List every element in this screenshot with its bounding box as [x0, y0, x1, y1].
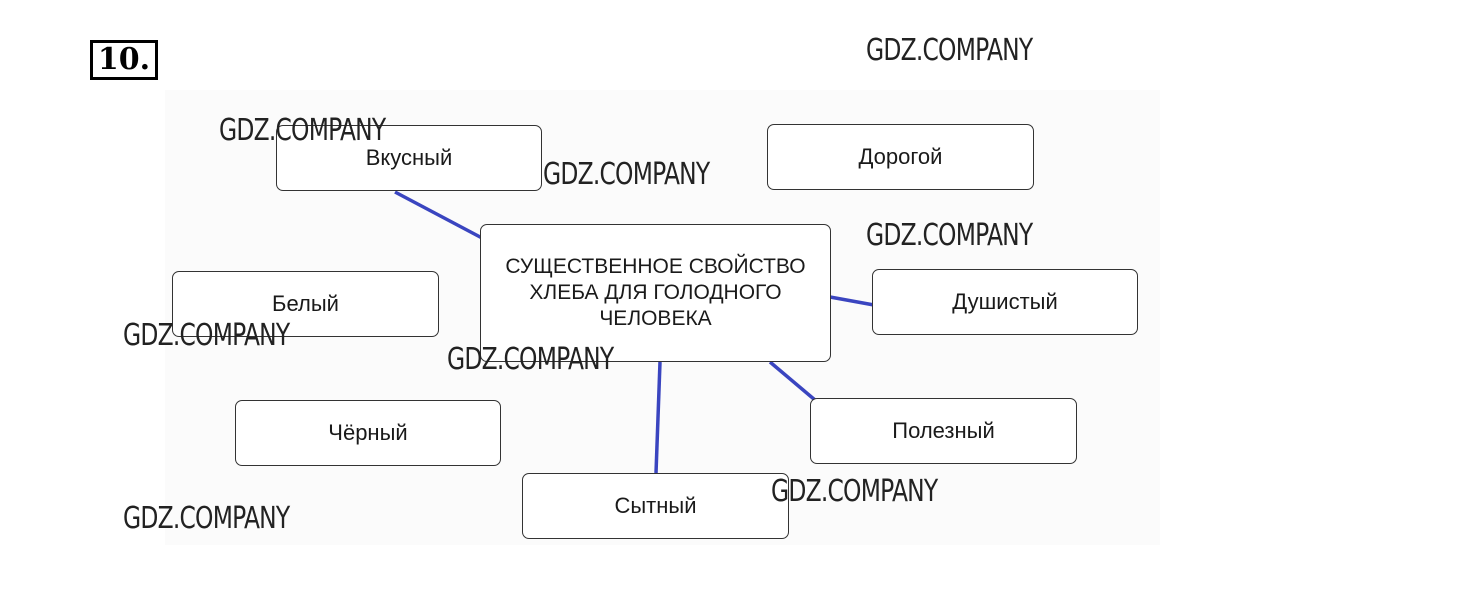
node-vkusny: Вкусный [276, 125, 542, 191]
watermark-2: GDZ.COMPANY [219, 113, 386, 148]
node-bely: Белый [172, 271, 439, 337]
node-dorogoy: Дорогой [767, 124, 1034, 190]
node-dushisty: Душистый [872, 269, 1138, 335]
watermark-3: GDZ.COMPANY [543, 157, 710, 192]
watermark-8: GDZ.COMPANY [123, 501, 290, 536]
node-sytny: Сытный [522, 473, 789, 539]
watermark-4: GDZ.COMPANY [866, 218, 1033, 253]
watermark-5: GDZ.COMPANY [123, 318, 290, 353]
node-center: СУЩЕСТВЕННОЕ СВОЙСТВО ХЛЕБА ДЛЯ ГОЛОДНОГ… [480, 224, 831, 362]
watermark-1: GDZ.COMPANY [866, 33, 1033, 68]
node-polezny: Полезный [810, 398, 1077, 464]
watermark-6: GDZ.COMPANY [447, 342, 614, 377]
task-number: 10. [90, 40, 158, 80]
watermark-7: GDZ.COMPANY [771, 474, 938, 509]
node-cherny: Чёрный [235, 400, 501, 466]
